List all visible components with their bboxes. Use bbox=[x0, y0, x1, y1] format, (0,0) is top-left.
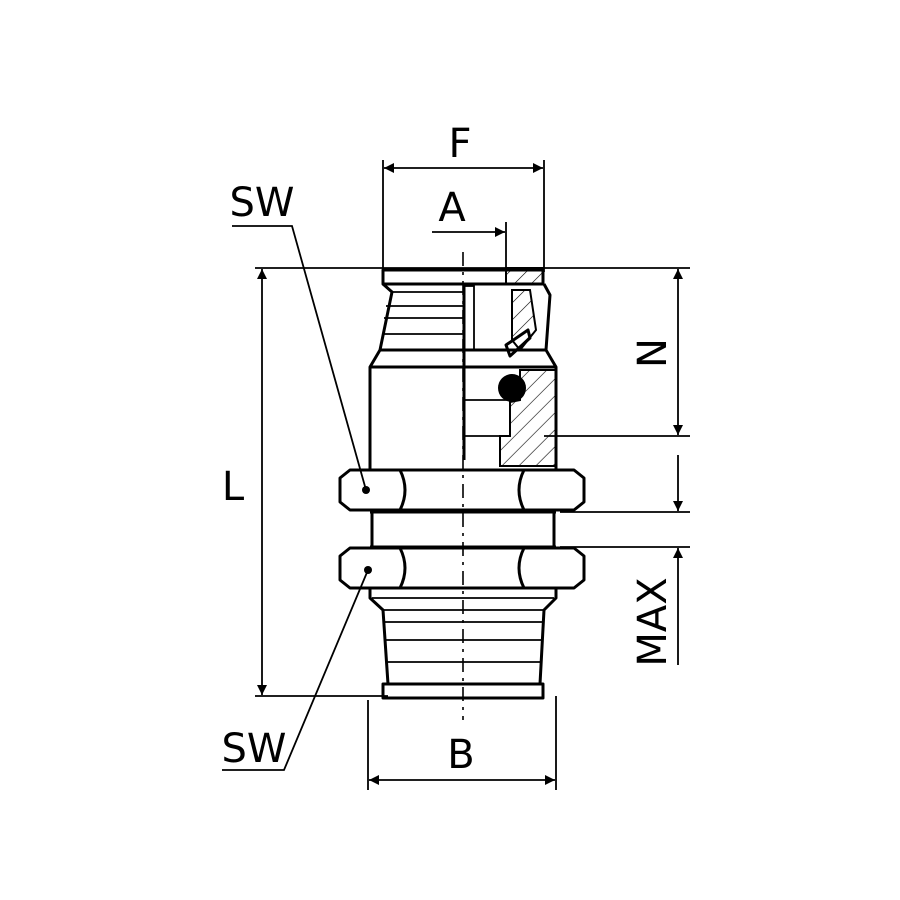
label-SW-top: SW bbox=[230, 180, 295, 226]
sw-bottom-leader bbox=[222, 569, 369, 771]
label-B: B bbox=[447, 732, 474, 778]
label-F: F bbox=[448, 121, 471, 167]
sw-top-leader bbox=[232, 225, 367, 491]
extension-lines bbox=[255, 160, 690, 790]
o-ring bbox=[498, 374, 526, 402]
label-SW-bottom: SW bbox=[222, 726, 287, 772]
upper-hex-nut bbox=[338, 468, 586, 512]
dimension-lines bbox=[257, 163, 683, 785]
sw-leaders bbox=[222, 225, 372, 771]
label-A: A bbox=[438, 185, 466, 231]
fitting-body bbox=[338, 267, 586, 700]
label-MAX: MAX bbox=[630, 577, 676, 666]
label-L: L bbox=[222, 464, 245, 510]
label-N: N bbox=[630, 338, 676, 368]
lower-hex-nut bbox=[338, 546, 586, 590]
